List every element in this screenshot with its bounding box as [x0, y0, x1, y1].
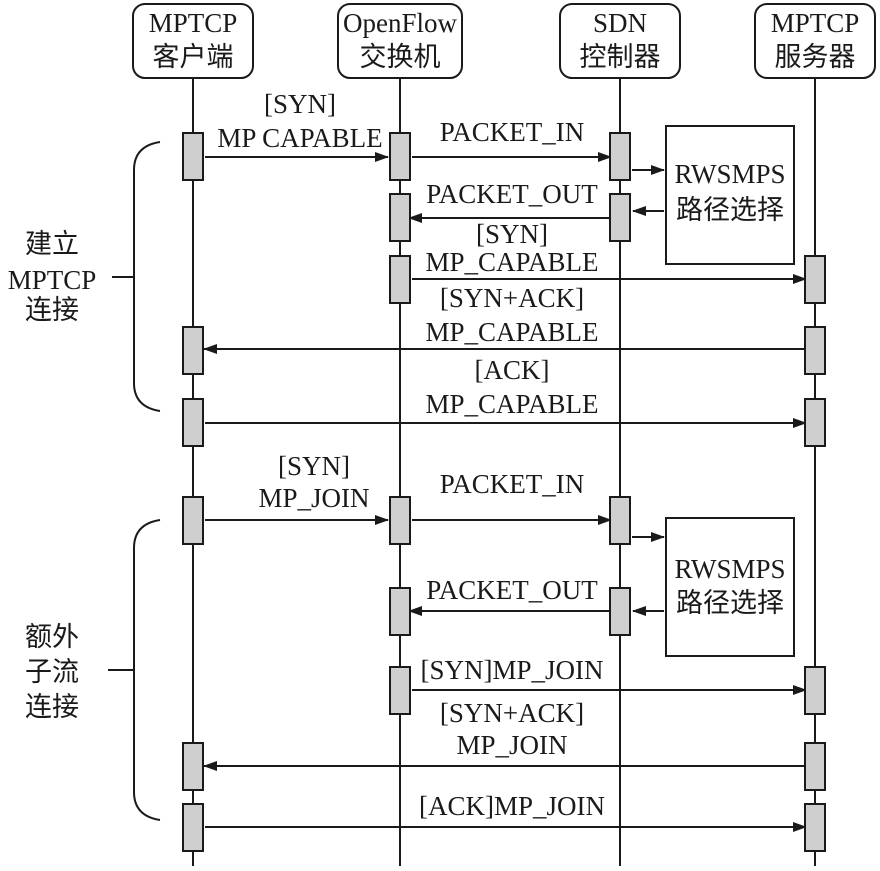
- server-activation-bar: [804, 666, 826, 715]
- controller-header-line-1: SDN: [593, 8, 647, 38]
- server-header-box: [754, 3, 876, 79]
- phase-subflow-line-1: 额外: [25, 622, 79, 652]
- msg-packet-out-2-label-line-1: PACKET_OUT: [426, 575, 598, 605]
- phase-subflow-line-3: 连接: [25, 692, 79, 722]
- server-header-line-2: 服务器: [775, 42, 856, 72]
- client-activation-bar: [182, 326, 204, 375]
- client-header-line-2: 客户端: [153, 42, 234, 72]
- server-activation-bar: [804, 326, 826, 375]
- msg-syn-mp-capable-2: [SYN]MP_CAPABLE: [412, 219, 807, 284]
- phase-establish-line-3: 连接: [25, 295, 79, 325]
- controller-activation-bar: [609, 587, 631, 636]
- phase-establish-line-2: MPTCP: [8, 265, 97, 295]
- client-activation-bar: [182, 132, 204, 181]
- switch-activation-bar: [389, 255, 411, 304]
- msg-syn-mp-capable-1: [SYN] MP CAPABLE: [205, 89, 389, 162]
- path-selection-box-1-frame: [665, 125, 795, 265]
- client-activation-bar: [182, 742, 204, 791]
- path-selection-box-1-line-2: 路径选择: [676, 195, 784, 225]
- msg-syn-mp-join-2: [SYN]MP_JOIN: [412, 655, 807, 695]
- client-header: MPTCP 客户端: [132, 3, 254, 79]
- switch-header-line-2: 交换机: [360, 42, 441, 72]
- switch-header-line-1: OpenFlow: [343, 8, 458, 38]
- switch-activation-bar: [389, 496, 411, 545]
- msg-packet-in-2: PACKET_IN: [412, 469, 612, 525]
- msg-ack-mp-capable-label-line-1: [ACK]: [475, 355, 550, 385]
- controller-header-line-2: 控制器: [580, 42, 661, 72]
- client-activation-bar: [182, 803, 204, 852]
- msg-syn-mp-join-2-label-line-1: [SYN]MP_JOIN: [420, 655, 603, 685]
- path-selection-box-2-line-1: RWSMPS: [674, 554, 785, 584]
- msg-syn-mp-join-1-label-line-2: MP_JOIN: [258, 483, 369, 513]
- msg-packet-in-1-label-line-1: PACKET_IN: [440, 117, 585, 147]
- server-activation-bar: [804, 398, 826, 447]
- msg-synack-mp-join-label-line-2: MP_JOIN: [456, 730, 567, 760]
- msg-synack-mp-capable: [SYN+ACK] MP_CAPABLE: [203, 283, 806, 354]
- switch-header-box: [337, 3, 463, 79]
- switch-activation-bar: [389, 193, 411, 242]
- switch-activation-bar: [389, 587, 411, 636]
- msg-syn-mp-join-1: [SYN]MP_JOIN: [205, 451, 389, 525]
- msg-syn-mp-join-1-label-line-1: [SYN]: [278, 451, 350, 481]
- msg-packet-out-1: PACKET_OUT: [408, 179, 611, 223]
- phase-subflow-line-2: 子流: [25, 657, 79, 687]
- controller-header-box: [559, 3, 681, 79]
- msg-syn-mp-capable-2-label-line-2: MP_CAPABLE: [425, 247, 598, 277]
- client-activation-bar: [182, 398, 204, 447]
- path-selection-box-1-line-1: RWSMPS: [674, 159, 785, 189]
- controller-activation-bar: [609, 132, 631, 181]
- server-activation-bar: [804, 803, 826, 852]
- msg-packet-in-2-label-line-1: PACKET_IN: [440, 469, 585, 499]
- path-selection-box-2: RWSMPS 路径选择: [665, 517, 795, 657]
- path-selection-box-2-frame: [665, 517, 795, 657]
- path-selection-box-2-line-2: 路径选择: [676, 588, 784, 618]
- phase-establish-line-1: 建立: [25, 229, 79, 259]
- msg-syn-mp-capable-1-label-line-1: [SYN]: [264, 89, 336, 119]
- server-activation-bar: [804, 255, 826, 304]
- path-selection-box-1: RWSMPS 路径选择: [665, 125, 795, 265]
- msg-synack-mp-join: [SYN+ACK]MP_JOIN: [203, 698, 806, 771]
- msg-synack-mp-capable-label-line-1: [SYN+ACK]: [440, 283, 584, 313]
- controller-activation-bar: [609, 193, 631, 242]
- client-activation-bar: [182, 496, 204, 545]
- msg-ack-mp-capable: [ACK] MP_CAPABLE: [205, 355, 807, 428]
- server-header-line-1: MPTCP: [771, 8, 860, 38]
- switch-activation-bar: [389, 666, 411, 715]
- msg-ack-mp-join: [ACK]MP_JOIN: [205, 791, 807, 832]
- controller-activation-bar: [609, 496, 631, 545]
- msg-packet-out-2: PACKET_OUT: [408, 575, 611, 616]
- msg-ack-mp-join-label-line-1: [ACK]MP_JOIN: [419, 791, 605, 821]
- client-header-box: [132, 3, 254, 79]
- msg-syn-mp-capable-1-label-line-2: MP CAPABLE: [217, 123, 382, 153]
- phase-establish-brace: [133, 141, 161, 412]
- msg-ack-mp-capable-label-line-2: MP_CAPABLE: [425, 389, 598, 419]
- client-header-line-1: MPTCP: [149, 8, 238, 38]
- msg-packet-out-1-label-line-1: PACKET_OUT: [426, 179, 598, 209]
- server-activation-bar: [804, 742, 826, 791]
- msg-synack-mp-join-label-line-1: [SYN+ACK]: [440, 698, 584, 728]
- switch-activation-bar: [389, 132, 411, 181]
- controller-header: SDN 控制器: [559, 3, 681, 79]
- server-header: MPTCP 服务器: [754, 3, 876, 79]
- msg-syn-mp-capable-2-label-line-1: [SYN]: [476, 219, 548, 249]
- msg-packet-in-1: PACKET_IN: [412, 117, 612, 162]
- phase-subflow-brace: [133, 519, 161, 821]
- switch-header: OpenFlow 交换机: [337, 3, 463, 79]
- msg-synack-mp-capable-label-line-2: MP_CAPABLE: [425, 317, 598, 347]
